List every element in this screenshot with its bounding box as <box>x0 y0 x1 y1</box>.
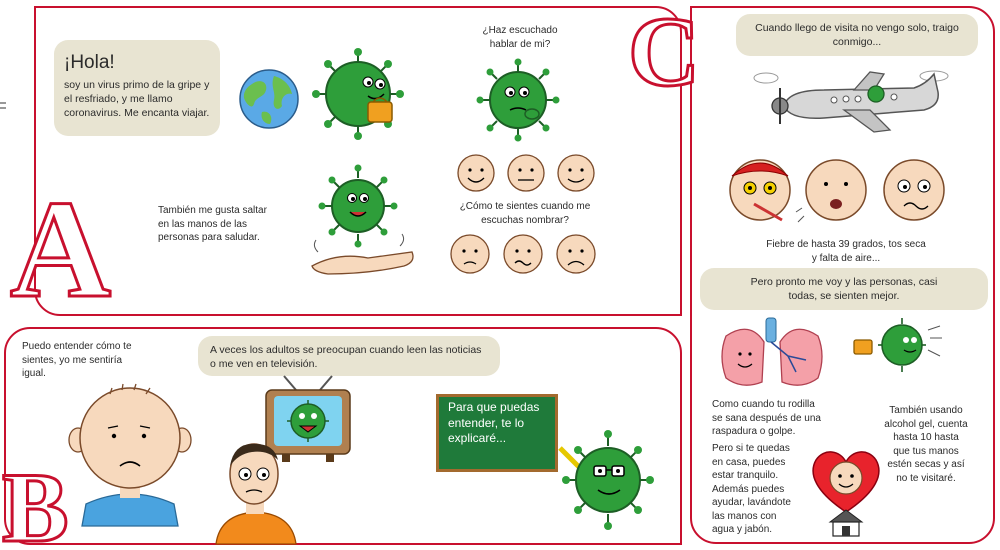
television-icon <box>265 375 351 462</box>
heard-question: ¿Haz escuchado hablar de mi? <box>482 25 558 50</box>
virus-on-hand-icon <box>311 164 414 275</box>
home-text: Pero si te quedas en casa, puedes estar … <box>712 443 791 535</box>
letter-b-heading: B <box>1 452 71 550</box>
visit-text: Cuando llego de visita no vengo solo, tr… <box>755 22 959 49</box>
virus-thinking-icon <box>476 58 560 142</box>
greeting-title: ¡Hola! <box>64 52 115 73</box>
heart-house-icon <box>812 451 880 537</box>
understand-text: Puedo entender cómo te sientes, yo me se… <box>22 341 132 379</box>
feel-question: ¿Cómo te sientes cuando me escuchas nomb… <box>459 201 591 226</box>
virus-leaving-icon <box>853 318 942 372</box>
letter-c-heading: C <box>626 0 701 107</box>
faces-row-top <box>457 154 595 192</box>
airplane-icon <box>753 70 949 133</box>
greeting-bubble: ¡Hola! soy un virus primo de la gripe y … <box>54 40 220 136</box>
letter-a-heading: A <box>8 172 112 327</box>
worried-man-icon <box>215 443 297 545</box>
chalkboard <box>436 394 558 472</box>
adults-bubble: A veces los adultos se preocupan cuando … <box>198 336 500 376</box>
virus-teacher-icon <box>558 430 654 530</box>
lungs-icon <box>721 317 823 386</box>
symptoms-text: Fiebre de hasta 39 grados, tos seca y fa… <box>766 239 926 264</box>
virus-traveler-icon <box>312 48 404 140</box>
better-text: Pero pronto me voy y las personas, casi … <box>750 276 938 303</box>
alcohol-text: También usando alcohol gel, cuenta hasta… <box>884 405 968 484</box>
greeting-body: soy un virus primo de la gripe y el resf… <box>64 78 210 119</box>
visit-bubble: Cuando llego de visita no vengo solo, tr… <box>736 14 978 56</box>
jump-text: También me gusta saltar en las manos de … <box>158 205 267 243</box>
sad-boy-icon <box>68 383 192 527</box>
faces-row-bottom <box>450 234 596 274</box>
knee-text: Como cuando tu rodilla se sana después d… <box>712 399 821 437</box>
globe-icon <box>239 69 299 129</box>
sick-faces-icon <box>729 159 945 223</box>
chalkboard-text: Para que puedas entender, te lo explicar… <box>448 400 540 446</box>
better-bubble: Pero pronto me voy y las personas, casi … <box>700 268 988 310</box>
edge-marker <box>0 102 6 109</box>
adults-text: A veces los adultos se preocupan cuando … <box>210 344 482 371</box>
